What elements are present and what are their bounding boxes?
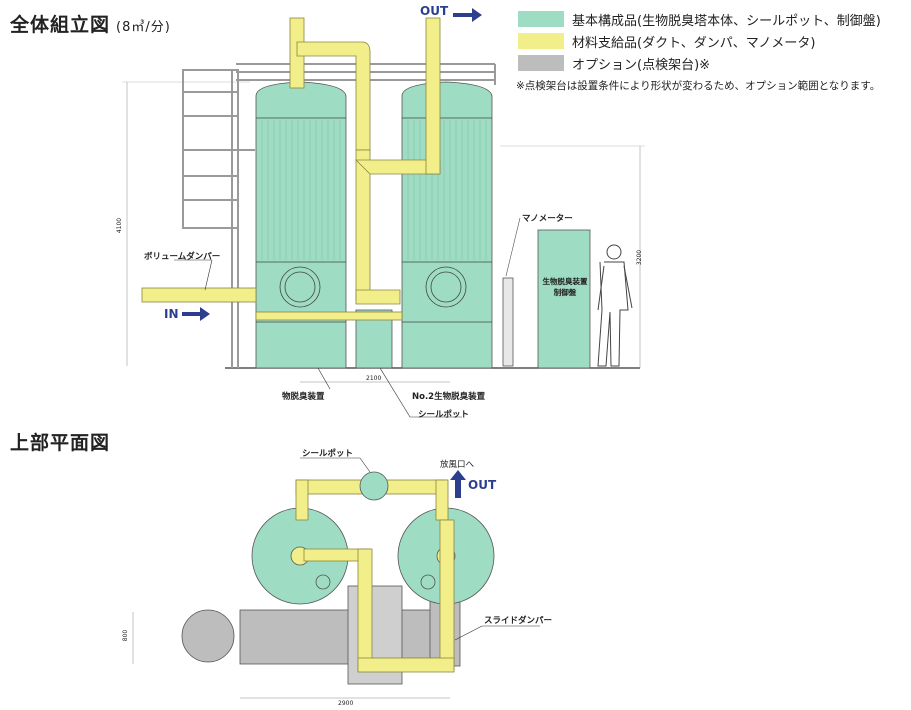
person-figure bbox=[597, 244, 633, 367]
label-seal-pot-elevation: シールポット bbox=[418, 410, 470, 420]
legend-item-supplied: 材料支給品(ダクト、ダンパ、マノメータ) bbox=[518, 30, 816, 52]
label-slide-damper: スライドダンパー bbox=[484, 616, 553, 626]
label-unit-1: 物脱臭装置 bbox=[282, 392, 325, 402]
elevation-title-text: 全体組立図 bbox=[10, 14, 111, 36]
dim-width: 2900 bbox=[338, 700, 354, 707]
tank-2 bbox=[401, 81, 493, 369]
label-volume-damper: ボリュームダンパー bbox=[144, 252, 221, 262]
elevation-drawing bbox=[122, 17, 645, 383]
legend-item-basic: 基本構成品(生物脱臭塔本体、シールポット、制御盤) bbox=[518, 8, 881, 30]
label-unit-2: No.2生物脱臭装置 bbox=[412, 392, 486, 402]
label-control-panel-line2: 制御盤 bbox=[553, 288, 577, 297]
manometer-elevation bbox=[502, 277, 514, 367]
label-manometer: マノメーター bbox=[522, 214, 573, 224]
legend-note: ※点検架台は設置条件により形状が変わるため、オプション範囲となります。 bbox=[516, 80, 881, 92]
seal-pot-plan bbox=[359, 471, 389, 501]
out-arrow-plan bbox=[450, 470, 466, 498]
in-label-elevation: IN bbox=[164, 307, 179, 321]
legend-swatch-gray bbox=[518, 55, 564, 71]
tank-1 bbox=[255, 81, 347, 369]
elevation-subtitle: (8㎥/分) bbox=[116, 20, 171, 35]
label-seal-pot-plan: シールポット bbox=[302, 449, 354, 459]
label-control-panel: 生物脱臭装置 制御盤 bbox=[540, 276, 590, 298]
elevation-title: 全体組立図 (8㎥/分) bbox=[10, 10, 171, 37]
legend-label-option: オプション(点検架台)※ bbox=[572, 57, 711, 73]
legend-item-option: オプション(点検架台)※ bbox=[518, 52, 710, 74]
flow-arrows-elevation bbox=[182, 8, 482, 321]
legend-label-supplied: 材料支給品(ダクト、ダンパ、マノメータ) bbox=[572, 35, 816, 51]
legend-swatch-green bbox=[518, 11, 564, 27]
control-panel-elevation bbox=[537, 229, 591, 369]
out-label-elevation: OUT bbox=[420, 4, 449, 18]
legend-swatch-yellow bbox=[518, 33, 564, 49]
plan-title: 上部平面図 bbox=[10, 432, 111, 454]
dim-depth: 800 bbox=[122, 629, 130, 642]
label-out-plan: OUT bbox=[468, 478, 497, 492]
dim-height-panel: 3200 bbox=[636, 249, 644, 266]
label-control-panel-line1: 生物脱臭装置 bbox=[542, 277, 588, 286]
dim-height-total: 4100 bbox=[116, 217, 124, 234]
dim-width-gap: 2100 bbox=[366, 375, 382, 382]
label-exhaust: 放風口へ bbox=[440, 460, 475, 470]
legend-label-basic: 基本構成品(生物脱臭塔本体、シールポット、制御盤) bbox=[572, 13, 881, 29]
ducts-elevation bbox=[141, 17, 441, 321]
plan-drawing bbox=[132, 457, 540, 699]
